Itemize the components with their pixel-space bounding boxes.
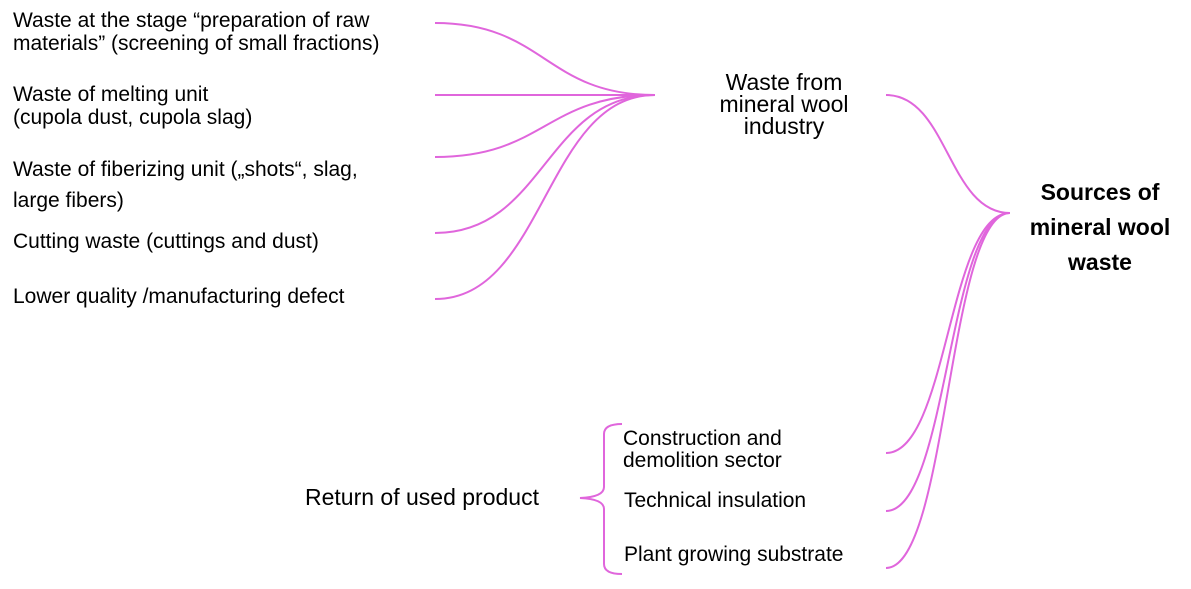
edge-industry-to-root [885,94,1011,214]
returns-item-plant-substrate: Plant growing substrate [624,543,844,566]
industry-item-manufacturing-defect: Lower quality /manufacturing defect [13,285,345,308]
returns-item-technical-insulation: Technical insulation [624,489,807,512]
industry-item-melting-unit: Waste of melting unit (cupola dust, cupo… [13,83,253,129]
edge-substrate-to-root [885,212,1011,569]
industry-item-fiberizing-unit: Waste of fiberizing unit („shots“, slag,… [13,158,358,212]
industry-node-label: Waste from mineral wool industry [719,69,849,139]
returns-brace [579,423,623,575]
edge-insulation-to-root [885,212,1011,512]
edge-manufacturing-defect [434,94,656,300]
edge-construction-to-root [885,212,1011,454]
returns-node-label: Return of used product [305,484,539,510]
industry-item-raw-materials: Waste at the stage “preparation of raw m… [13,9,380,55]
edge-cutting-waste [434,94,656,234]
returns-item-construction: Construction and demolition sector [623,427,782,472]
edge-raw-materials [434,22,656,96]
industry-item-cutting-waste: Cutting waste (cuttings and dust) [13,230,319,253]
edge-fiberizing-unit [434,94,656,158]
root-node-label: Sources of mineral wool waste [1029,179,1171,275]
